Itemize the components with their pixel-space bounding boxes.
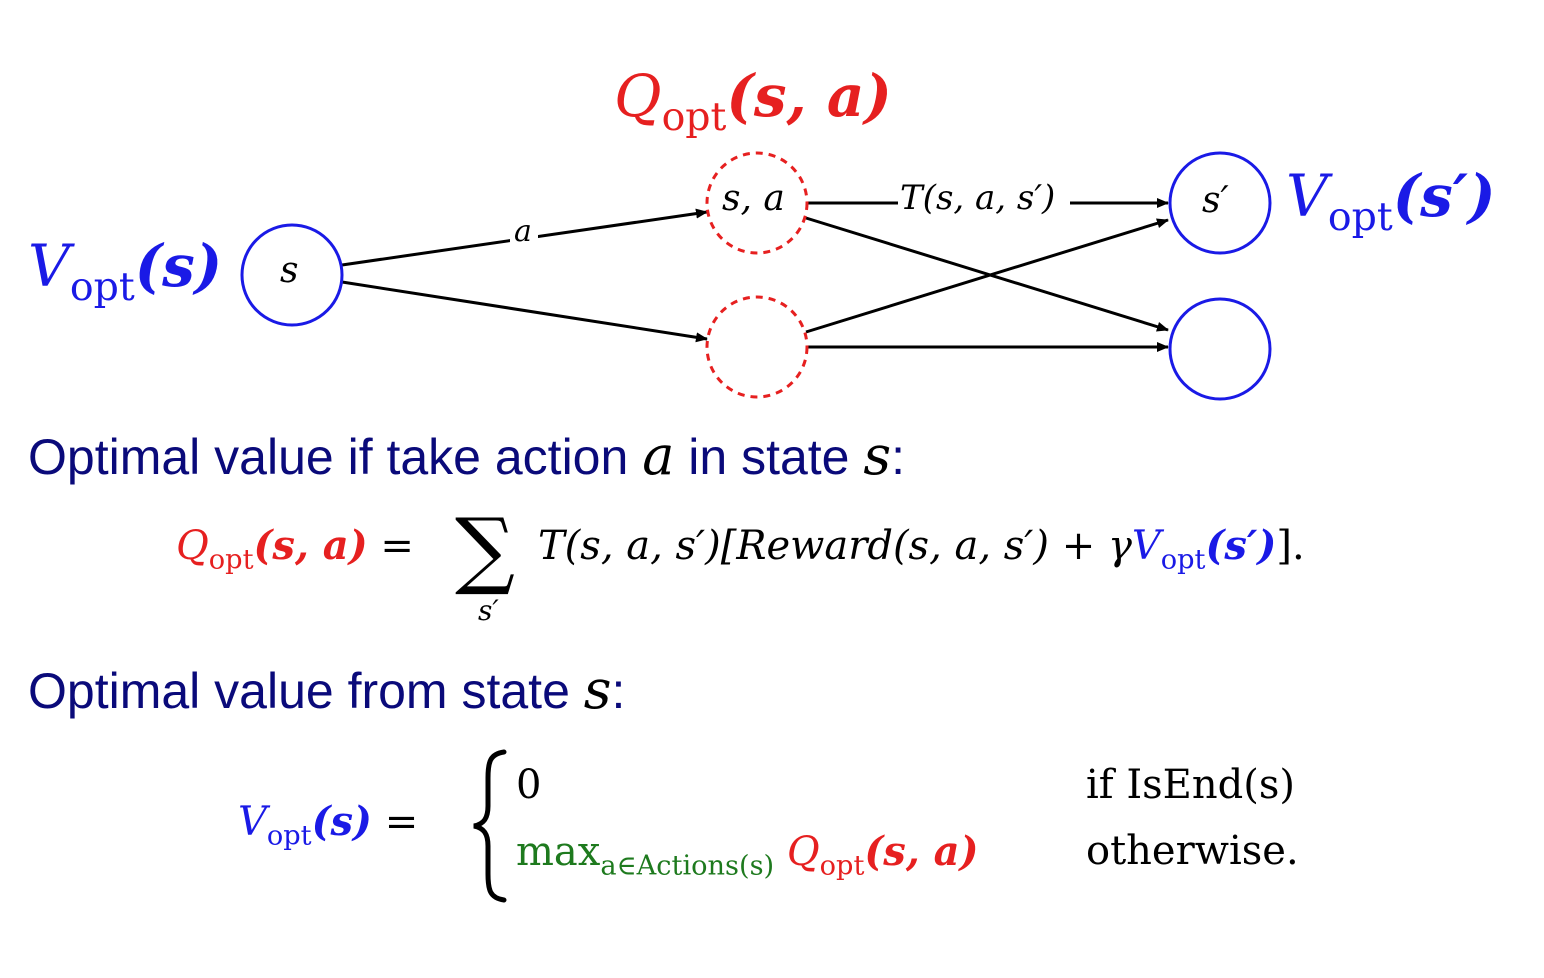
cases-brace: [473, 749, 507, 903]
q-subscript: opt: [661, 93, 727, 140]
var-a: a: [642, 424, 675, 487]
case2-expression: maxa∈Actions(s) Qopt(s, a): [516, 828, 979, 882]
node-chance-2: [705, 295, 809, 399]
v-next-args: (s′): [1392, 162, 1496, 230]
heading-v-definition: Optimal value from state s:: [28, 658, 626, 721]
sum-symbol: ∑: [455, 500, 515, 598]
case2-condition: otherwise.: [1086, 828, 1299, 874]
mdp-diagram: [240, 151, 1272, 401]
v-symbol: V: [28, 232, 70, 300]
v-next-subscript: opt: [1327, 193, 1393, 240]
q-opt-label: Qopt(s, a): [614, 62, 892, 140]
v-opt-s-label: Vopt(s): [28, 232, 222, 310]
v-args: (s): [134, 232, 223, 300]
edge-chance2-to-sprime: [805, 218, 1169, 334]
node-state-s: [240, 223, 344, 327]
edge-label-action: a: [514, 214, 532, 249]
v-equation-lhs: Vopt(s) =: [238, 798, 419, 852]
node-label-sa: s, a: [722, 178, 785, 219]
var-s-2: s: [583, 658, 612, 721]
heading-q-definition: Optimal value if take action a in state …: [28, 424, 906, 487]
v-next-symbol: V: [1286, 162, 1328, 230]
edge-s-to-chance2: [341, 280, 708, 343]
node-state-sprime: [1168, 151, 1272, 255]
node-label-sprime: s′: [1202, 180, 1229, 221]
q-equals: =: [380, 523, 414, 569]
v-subscript: opt: [69, 263, 135, 310]
q-equation-body: T(s, a, s′)[Reward(s, a, s′) + γVopt(s′)…: [538, 522, 1305, 576]
q-body: T(s, a, s′)[Reward(s, a, s′) + γ: [538, 523, 1132, 569]
max-subscript: a∈Actions(s): [600, 850, 775, 882]
q-args: (s, a): [726, 62, 892, 130]
edge-label-transition: T(s, a, s′): [900, 178, 1056, 218]
v-equals: =: [384, 799, 419, 845]
node-state-2: [1168, 297, 1272, 401]
var-s: s: [863, 424, 892, 487]
q-symbol: Q: [614, 62, 662, 130]
sum-subscript: s′: [478, 594, 499, 627]
node-chance-sa: [705, 151, 809, 255]
edge-sa-to-state2: [805, 216, 1169, 332]
q-equation: Qopt(s, a) =: [176, 522, 414, 576]
v-opt-sprime-label: Vopt(s′): [1286, 162, 1496, 240]
q-tail: ].: [1276, 523, 1305, 569]
max-op: max: [516, 829, 601, 875]
case1-condition: if IsEnd(s): [1086, 762, 1295, 808]
case1-value: 0: [516, 762, 542, 808]
node-label-s: s: [280, 250, 299, 291]
